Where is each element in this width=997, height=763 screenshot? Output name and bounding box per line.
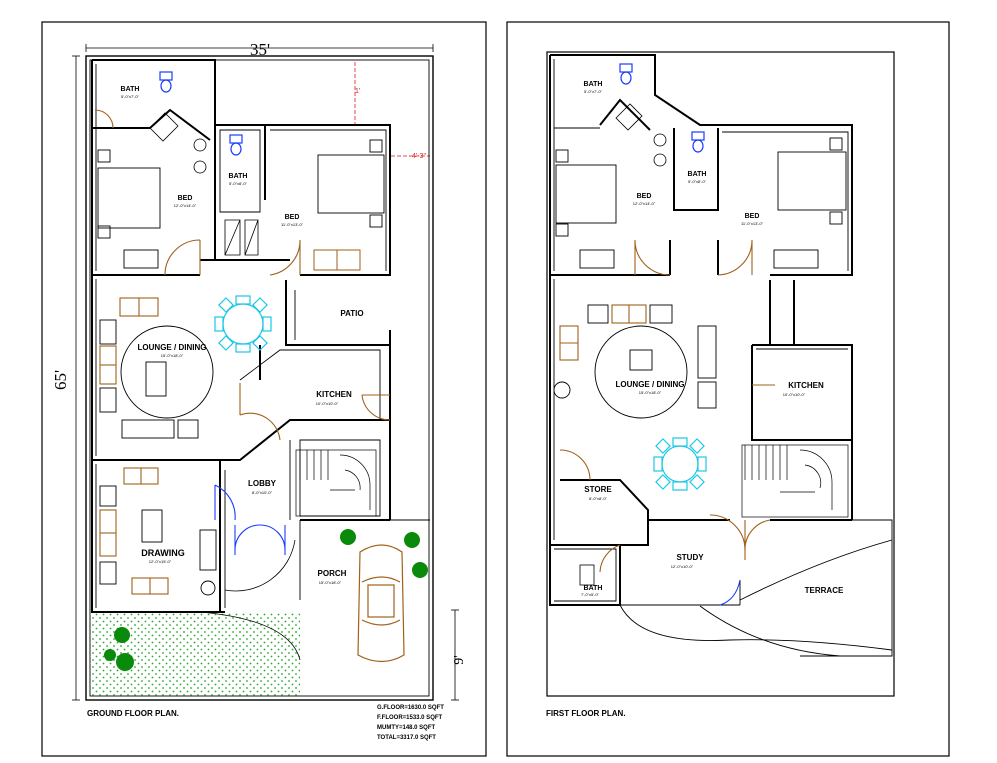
room-name: LOUNGE / DINING (616, 380, 685, 389)
plant-icons (104, 529, 428, 671)
width-dimension: 35' (250, 40, 270, 59)
ground-dimension-lines (72, 44, 459, 701)
ground-floor-frame (41, 21, 487, 757)
dining-table (214, 295, 272, 353)
room-name: BATH (229, 173, 248, 180)
side-setback-dimension: 4'-3" (412, 153, 426, 160)
room-size: 5'-0"x8'-0" (688, 179, 707, 184)
room-name: BATH (584, 585, 603, 592)
ground-bed-sofas (313, 249, 361, 271)
room-size: 11'-0"x13'-0" (281, 222, 304, 227)
room-size: 15'-0"x18'-0" (319, 580, 342, 585)
room-name: BATH (688, 171, 707, 178)
ground-lounge-outline (99, 319, 214, 439)
room-size: 12'-0"x14'-0" (174, 203, 197, 208)
room-name: LOUNGE / DINING (138, 343, 207, 352)
lawn-area (90, 612, 300, 696)
ground-floor-title: GROUND FLOOR PLAN. (87, 709, 179, 718)
room-size: 15'-0"x18'-0" (161, 353, 184, 358)
area-line: G.FLOOR=1630.0 SQFT (377, 705, 444, 711)
room-name: KITCHEN (788, 381, 824, 390)
room-size: 12'-0"x14'-0" (633, 201, 656, 206)
first-walls (549, 54, 853, 606)
first-floor-boundary (546, 51, 895, 697)
back-setback-dimension: 1' (355, 88, 360, 95)
room-name: BATH (584, 81, 603, 88)
ground-sanitary (159, 71, 243, 156)
ground-staircase (295, 449, 377, 517)
first-floor-title: FIRST FLOOR PLAN. (546, 709, 626, 718)
first-beds (555, 137, 847, 269)
first-floor-frame (506, 21, 950, 757)
ground-main-doors (214, 484, 286, 555)
ground-bath-fittings (149, 112, 259, 256)
porch-arc (224, 539, 296, 592)
ground-doors (94, 109, 391, 441)
first-sanitary (619, 63, 705, 153)
first-study-curve (719, 579, 741, 606)
ground-room-labels: BATH 5'-0"x7'-0" BATH 5'-0"x8'-0" BED 12… (121, 86, 364, 585)
room-name: PATIO (340, 309, 363, 318)
room-name: BED (745, 213, 760, 220)
first-inner-walls (553, 59, 849, 606)
room-size: 15'-0"x18'-0" (639, 390, 662, 395)
room-size: 11'-0"x13'-0" (741, 221, 764, 226)
lawn-curve (199, 611, 301, 661)
room-size: 12'-0"x10'-0" (671, 564, 694, 569)
area-line: MUMTY=148.0 SQFT (377, 725, 436, 731)
room-name: BATH (121, 86, 140, 93)
room-name: STUDY (676, 553, 704, 562)
room-name: BED (178, 195, 193, 202)
car-icon (357, 544, 405, 663)
room-name: BED (285, 214, 300, 221)
ground-drawing-outline (99, 485, 217, 596)
room-name: DRAWING (141, 548, 185, 558)
room-size: 10'-0"x10'-0" (783, 392, 806, 397)
ground-lounge-furniture (99, 297, 159, 385)
room-name: LOBBY (248, 479, 277, 488)
room-size: 10'-0"x10'-0" (316, 401, 339, 406)
room-name: TERRACE (805, 586, 844, 595)
first-dining-table (653, 437, 707, 491)
ground-walls (91, 59, 391, 613)
room-size: 8'-0"x8'-0" (589, 496, 608, 501)
room-size: 5'-0"x7'-0" (121, 94, 140, 99)
room-name: PORCH (318, 569, 347, 578)
area-line: TOTAL=3317.0 SQFT (377, 735, 436, 741)
front-setback-dimension: 9' (452, 655, 467, 665)
room-name: BED (637, 193, 652, 200)
first-staircase (741, 444, 849, 518)
first-doors (559, 239, 775, 573)
area-summary: G.FLOOR=1630.0 SQFT F.FLOOR=1533.0 SQFT … (377, 705, 444, 741)
first-room-labels: BATH 5'-0"x7'-0" BATH 5'-0"x8'-0" BED 12… (581, 81, 844, 597)
room-size: 8'-0"x10'-0" (252, 490, 273, 495)
area-line: F.FLOOR=1533.0 SQFT (377, 715, 443, 721)
terrace-outline (619, 519, 893, 657)
room-name: KITCHEN (316, 390, 352, 399)
room-size: 5'-0"x8'-0" (229, 181, 248, 186)
room-size: 12'-0"x15'-0" (149, 559, 172, 564)
first-fittings (579, 103, 667, 586)
ground-drawing-furniture (99, 467, 169, 595)
ground-inner-walls (95, 64, 430, 608)
depth-dimension: 65' (51, 370, 70, 390)
ground-floor-plan: 35' 65' 9' 4'-3" 1' (41, 21, 487, 757)
room-size: 5'-0"x7'-0" (584, 89, 603, 94)
first-lounge-outline (553, 304, 717, 419)
first-lounge-furniture (559, 304, 647, 361)
room-name: STORE (584, 485, 612, 494)
room-size: 7'-0"x5'-0" (581, 592, 600, 597)
plot-boundary (85, 55, 434, 701)
ground-beds (97, 139, 385, 269)
first-floor-plan: BATH 5'-0"x7'-0" BATH 5'-0"x8'-0" BED 12… (506, 21, 950, 757)
